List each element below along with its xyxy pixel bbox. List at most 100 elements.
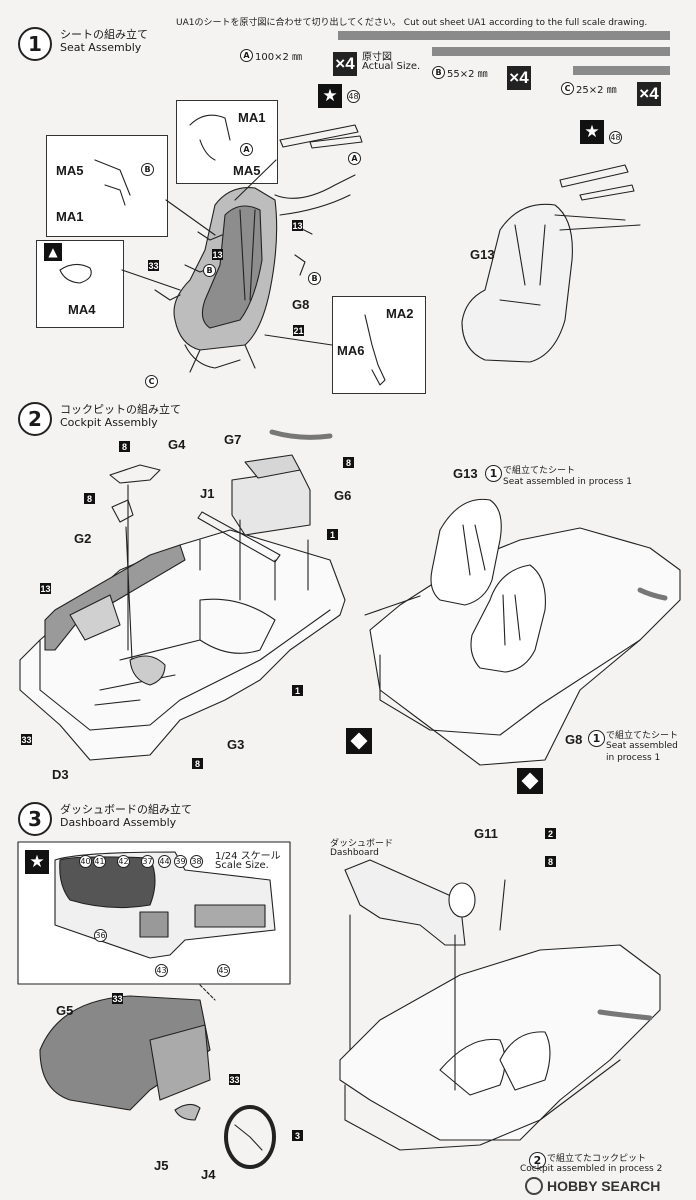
tag-13: 13 <box>40 583 51 594</box>
label-g13: G13 <box>470 247 495 262</box>
letter-a-box: A <box>240 143 253 156</box>
part-48b: 48 <box>609 131 622 144</box>
label-g3: G3 <box>227 737 245 752</box>
sheet-c-mult: ×4 <box>637 82 661 106</box>
tag-1b: 1 <box>292 685 303 696</box>
decal-44: 44 <box>158 855 171 868</box>
step2-number: 2 <box>18 402 52 436</box>
dashboard-ja: ダッシュボード <box>330 839 394 849</box>
label-j5: J5 <box>154 1158 169 1173</box>
label-g11: G11 <box>474 826 498 841</box>
tag-33: 33 <box>148 260 159 271</box>
label-g8: G8 <box>565 732 583 747</box>
tag-33: 33 <box>21 734 32 745</box>
label-g8: G8 <box>292 297 310 312</box>
decal-36: 36 <box>94 929 107 942</box>
sheet-c-size: 25×2 ㎜ <box>576 85 617 96</box>
label-g6: G6 <box>334 488 352 503</box>
label-ma1-left: MA1 <box>56 209 84 224</box>
cockpit-en: Cockpit assembled in process 2 <box>520 1164 663 1174</box>
star-icon: ★ <box>25 850 49 874</box>
tag-21: 21 <box>293 325 304 336</box>
label-ma6: MA6 <box>337 343 365 358</box>
cut-instruction: UA1のシートを原寸図に合わせて切り出してください。 Cut out sheet… <box>176 18 648 28</box>
ref-step2: 2 <box>529 1152 546 1169</box>
scale-en: Scale Size. <box>215 860 269 871</box>
star-icon: ★ <box>580 120 604 144</box>
label-g13: G13 <box>453 466 478 481</box>
scale-ja: 1/24 スケール <box>215 851 281 862</box>
sheet-a-bar <box>338 31 670 40</box>
pointer-icon: ▲ <box>44 243 62 261</box>
watermark-text: HOBBY SEARCH <box>547 1178 661 1194</box>
tag-8c: 8 <box>343 457 354 468</box>
label-j1: J1 <box>200 486 215 501</box>
actual-size-ja: 原寸図 <box>362 52 392 63</box>
sheet-b-letter: B <box>432 66 445 79</box>
decal-41: 41 <box>93 855 106 868</box>
note-g13-en: Seat assembled in process 1 <box>503 477 632 487</box>
step1-number: 1 <box>18 27 52 61</box>
sheet-c-bar <box>573 66 670 75</box>
step1-title-en: Seat Assembly <box>60 41 142 54</box>
diamond-marker-icon <box>346 728 372 754</box>
tag-2: 2 <box>545 828 556 839</box>
label-ma4: MA4 <box>68 302 96 317</box>
sheet-b-mult: ×4 <box>507 66 531 90</box>
decal-37: 37 <box>141 855 154 868</box>
decal-45: 45 <box>217 964 230 977</box>
label-g2: G2 <box>74 531 92 546</box>
letter-b: B <box>203 264 216 277</box>
label-d3: D3 <box>52 767 69 782</box>
tag-8: 8 <box>545 856 556 867</box>
decal-43: 43 <box>155 964 168 977</box>
label-g5: G5 <box>56 1003 74 1018</box>
cockpit-ja: で組立てたコックピット <box>547 1154 647 1164</box>
step2-title-en: Cockpit Assembly <box>60 416 158 429</box>
step3-number: 3 <box>18 802 52 836</box>
tag-8b: 8 <box>84 493 95 504</box>
tag-1a: 1 <box>327 529 338 540</box>
letter-b-right: B <box>308 272 321 285</box>
note-g13-ja: で組立てたシート <box>503 466 576 476</box>
label-ma1-top: MA1 <box>238 110 266 125</box>
actual-size-en: Actual Size. <box>362 61 421 72</box>
note-g8-en-2: in process 1 <box>606 753 661 763</box>
label-ma5-top: MA5 <box>233 163 261 178</box>
step3-title-ja: ダッシュボードの組み立て <box>60 803 192 816</box>
detail-box-ma1-ma5 <box>176 100 278 184</box>
label-j4: J4 <box>201 1167 216 1182</box>
label-ma2: MA2 <box>386 306 414 321</box>
sheet-b-size: 55×2 ㎜ <box>447 69 488 80</box>
tag-13a: 13 <box>212 249 223 260</box>
logo-icon <box>525 1177 543 1195</box>
tag-8a: 8 <box>119 441 130 452</box>
sheet-a-mult: ×4 <box>333 52 357 76</box>
ref-step1-a: 1 <box>485 465 502 482</box>
tag-13b: 13 <box>292 220 303 231</box>
dashboard-en: Dashboard <box>330 848 379 858</box>
letter-b-left: B <box>141 163 154 176</box>
watermark: HOBBY SEARCH <box>525 1177 660 1195</box>
decal-38: 38 <box>190 855 203 868</box>
letter-c: C <box>145 375 158 388</box>
part-48a: 48 <box>347 90 360 103</box>
tag-33a: 33 <box>112 993 123 1004</box>
label-g4: G4 <box>168 437 186 452</box>
note-g8-ja: で組立てたシート <box>606 731 679 741</box>
label-ma5-left: MA5 <box>56 163 84 178</box>
sheet-a-letter: A <box>240 49 253 62</box>
star-icon: ★ <box>318 84 342 108</box>
step2-title-ja: コックピットの組み立て <box>60 403 181 416</box>
step1-title-ja: シートの組み立て <box>60 28 148 41</box>
detail-box-ma2-ma6 <box>332 296 426 394</box>
sheet-c-letter: C <box>561 82 574 95</box>
ref-step1-b: 1 <box>588 730 605 747</box>
label-g7: G7 <box>224 432 242 447</box>
tag-33b: 33 <box>229 1074 240 1085</box>
letter-a: A <box>348 152 361 165</box>
note-g8-en-1: Seat assembled <box>606 741 678 751</box>
decal-40: 40 <box>79 855 92 868</box>
tag-3: 3 <box>292 1130 303 1141</box>
